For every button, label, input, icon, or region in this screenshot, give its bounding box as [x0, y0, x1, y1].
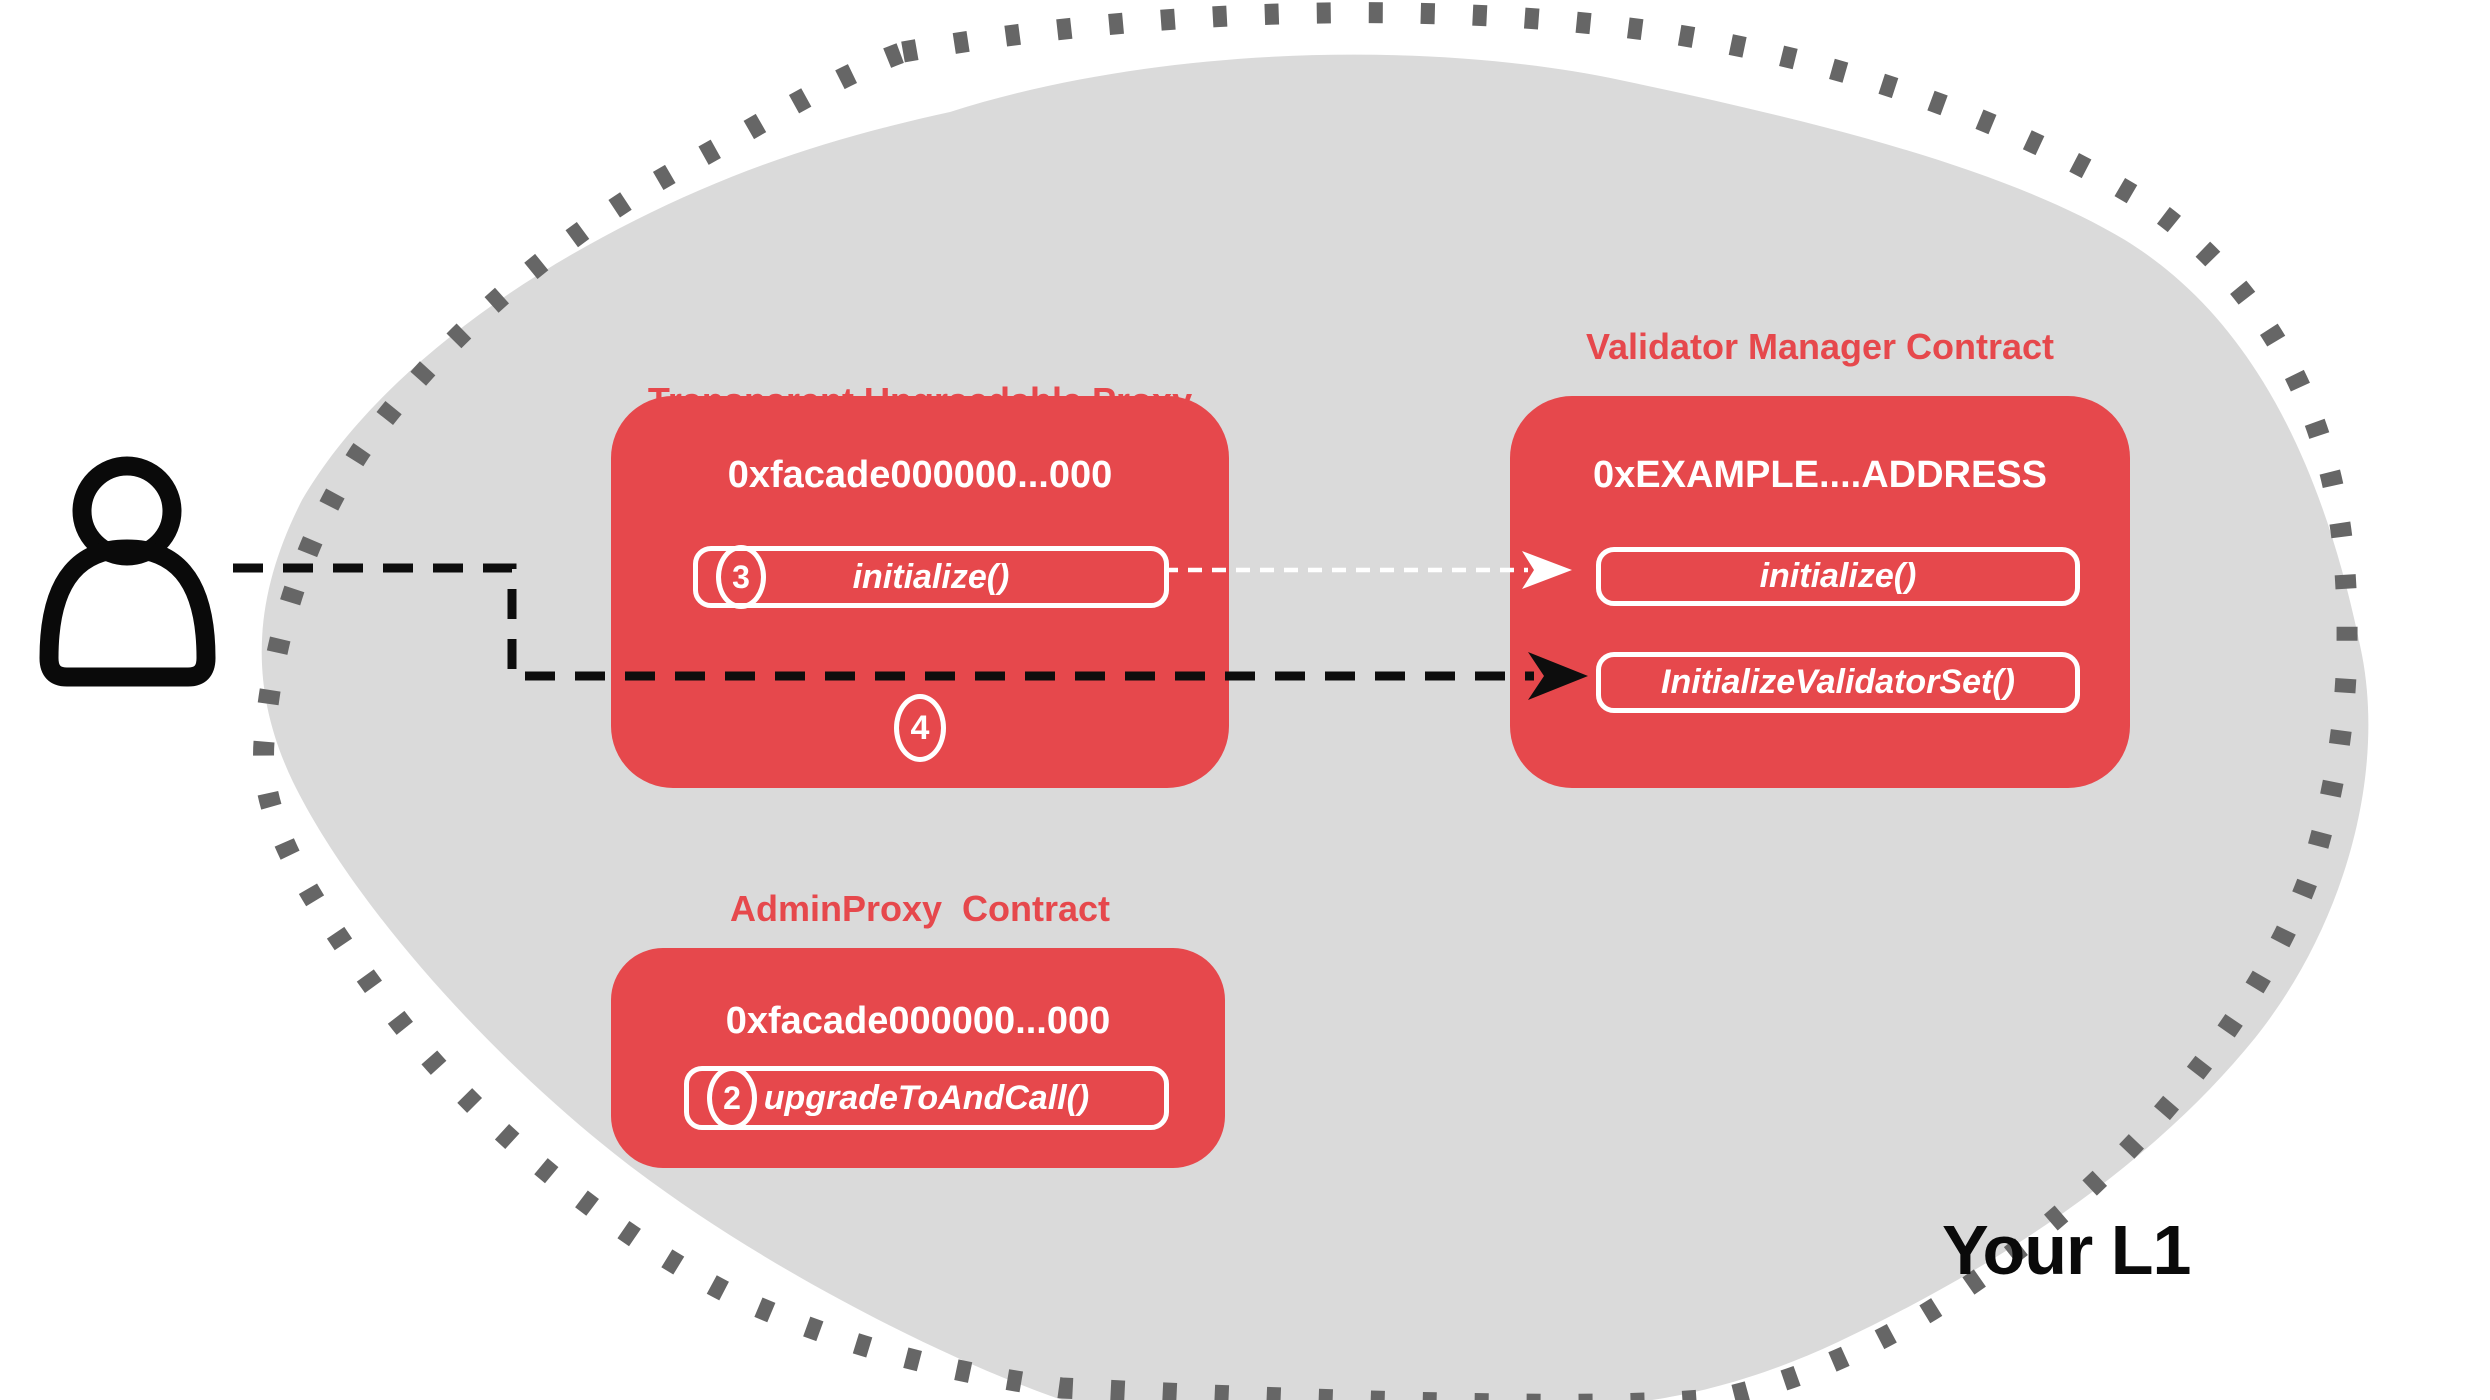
admin-upgradetoandcall-method: 2 upgradeToAndCall() — [684, 1066, 1169, 1130]
step-4-badge: 4 — [894, 694, 946, 762]
person-icon — [39, 456, 216, 687]
step-3-badge: 3 — [716, 545, 766, 609]
proxy-contract-box: 0xfacade000000...000 3 initialize() 4 — [611, 396, 1229, 788]
validator-contract-address: 0xEXAMPLE....ADDRESS — [1593, 454, 2047, 496]
admin-upgradetoandcall-label: upgradeToAndCall() — [763, 1078, 1090, 1117]
step-2-badge: 2 — [707, 1066, 757, 1130]
validator-initializevalidatorset-method: InitializeValidatorSet() — [1596, 652, 2080, 713]
your-l1-label: Your L1 — [1942, 1211, 2191, 1289]
validator-initializevalidatorset-label: InitializeValidatorSet() — [1661, 663, 2015, 701]
proxy-initialize-method: 3 initialize() — [693, 545, 1169, 609]
validator-initialize-label: initialize() — [1759, 557, 1917, 595]
proxy-initialize-label: initialize() — [852, 557, 1010, 596]
admin-contract-title: AdminProxy Contract — [729, 888, 1111, 929]
admin-contract-box: 0xfacade000000...000 2 upgradeToAndCall(… — [611, 948, 1225, 1168]
validator-contract-title: Validator Manager Contract — [1585, 326, 2055, 367]
validator-contract-box: 0xEXAMPLE....ADDRESS initialize() Initia… — [1510, 396, 2130, 788]
validator-initialize-method: initialize() — [1596, 547, 2080, 606]
admin-contract-address: 0xfacade000000...000 — [725, 1000, 1111, 1042]
proxy-contract-address: 0xfacade000000...000 — [727, 454, 1113, 496]
